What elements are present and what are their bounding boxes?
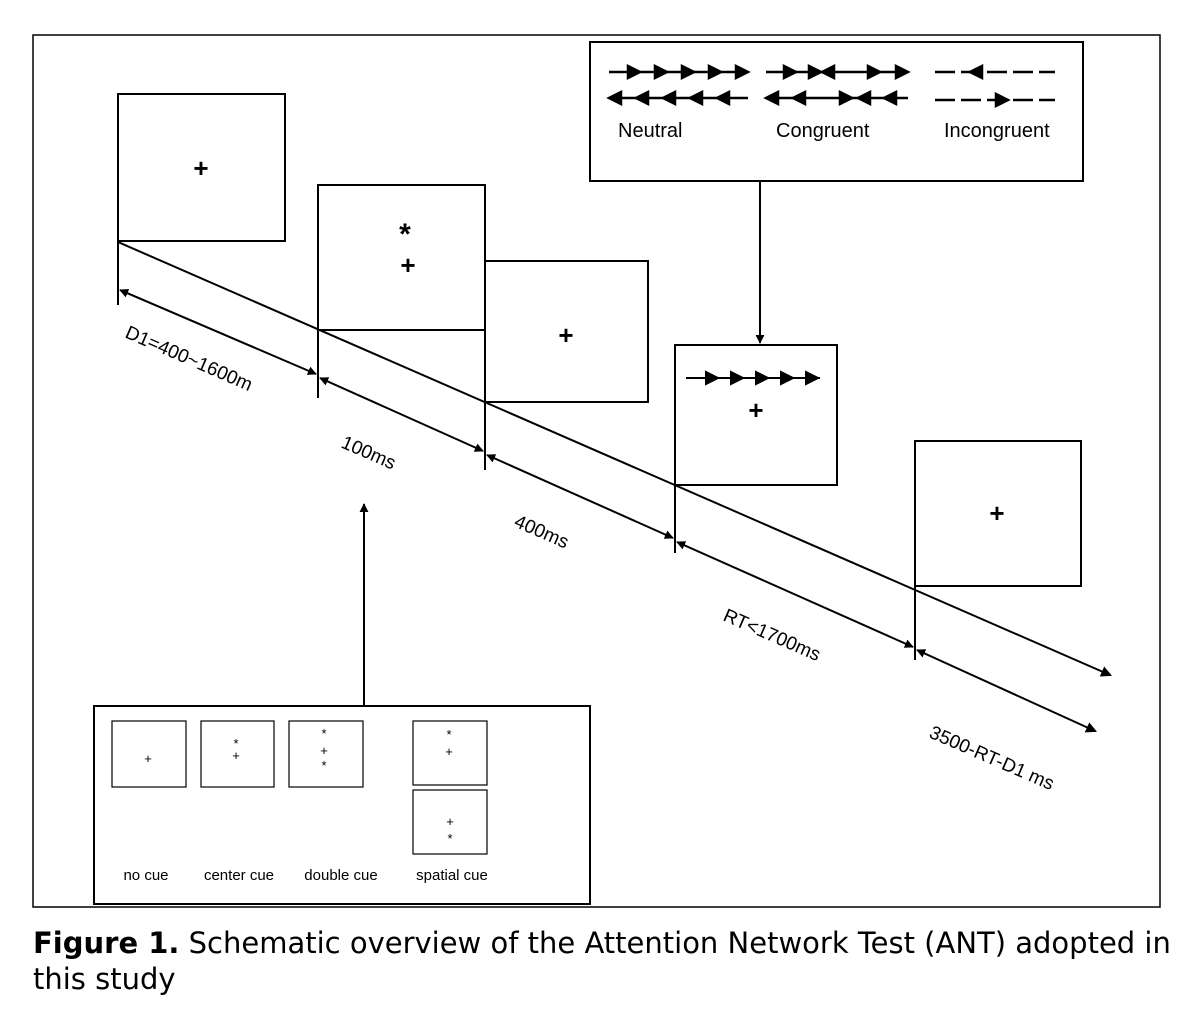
fixation-cross: + bbox=[232, 748, 240, 763]
screen-cue: * + bbox=[317, 184, 486, 331]
duration-label-rt: RT<1700ms bbox=[720, 605, 823, 666]
screen-final-fixation: + bbox=[914, 440, 1082, 587]
screen-target: + bbox=[674, 344, 838, 486]
cue-asterisk: * bbox=[321, 726, 326, 741]
fixation-cross: + bbox=[144, 751, 152, 766]
flanker-congruent-icon bbox=[763, 63, 911, 107]
fixation-cross: + bbox=[558, 320, 573, 350]
flanker-neutral-icon bbox=[606, 63, 751, 107]
cue-no-cue-icon: + bbox=[111, 720, 187, 788]
ant-schematic-diagram: + * + + + + D1=400~1600m 100ms bbox=[32, 34, 1161, 908]
caption-label: Figure 1. bbox=[33, 926, 180, 960]
fixation-cross: + bbox=[989, 498, 1004, 528]
cue-label-center: center cue bbox=[204, 867, 274, 884]
figure-frame bbox=[32, 34, 1161, 908]
caption-text: Schematic overview of the Attention Netw… bbox=[33, 926, 1171, 997]
cue-asterisk: * bbox=[446, 727, 451, 742]
duration-arrows bbox=[119, 289, 1098, 733]
cue-asterisk: * bbox=[233, 736, 238, 751]
flanker-conditions-panel: Neutral Congruent Incongruent bbox=[589, 41, 1084, 182]
duration-label-d1: D1=400~1600m bbox=[122, 322, 255, 396]
cue-asterisk: * bbox=[399, 218, 411, 251]
fixation-cross: + bbox=[446, 814, 454, 829]
cue-conditions-panel: + * + * + * * + + * no cue center cue do… bbox=[93, 705, 591, 905]
cue-double-icon: * + * bbox=[288, 720, 364, 788]
fixation-cross: + bbox=[400, 250, 415, 280]
cue-center-icon: * + bbox=[200, 720, 275, 788]
fixation-cross: + bbox=[445, 744, 453, 759]
flanker-label-incongruent: Incongruent bbox=[944, 120, 1050, 142]
flanker-incongruent-icon bbox=[935, 63, 1055, 109]
duration-label-cue: 100ms bbox=[338, 432, 399, 474]
cue-asterisk: * bbox=[321, 758, 326, 773]
figure-caption: Figure 1. Schematic overview of the Atte… bbox=[33, 925, 1173, 998]
duration-label-iti: 3500-RT-D1 ms bbox=[926, 722, 1057, 795]
fixation-cross: + bbox=[193, 153, 208, 183]
cue-label-no-cue: no cue bbox=[123, 867, 168, 884]
fixation-cross: + bbox=[320, 743, 328, 758]
cue-spatial-icon: * + + * bbox=[412, 720, 488, 855]
duration-label-soa: 400ms bbox=[511, 511, 572, 553]
screen-fixation: + bbox=[117, 93, 286, 242]
time-ticks bbox=[117, 240, 916, 660]
cue-asterisk: * bbox=[447, 831, 452, 846]
target-arrow-row bbox=[686, 370, 821, 386]
flanker-label-congruent: Congruent bbox=[776, 120, 870, 142]
cue-label-spatial: spatial cue bbox=[416, 867, 488, 884]
fixation-cross: + bbox=[748, 395, 763, 425]
flanker-label-neutral: Neutral bbox=[618, 120, 682, 142]
screen-fixation-2: + bbox=[484, 260, 649, 403]
cue-label-double: double cue bbox=[304, 867, 377, 884]
